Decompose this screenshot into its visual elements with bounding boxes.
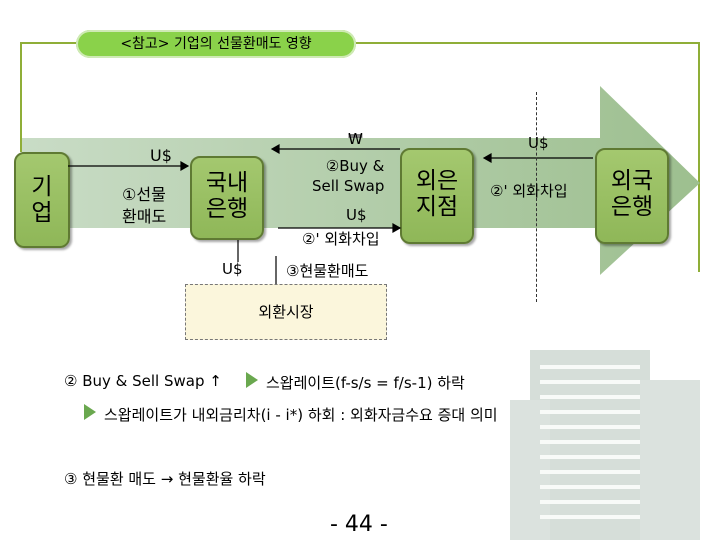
- note-line-1-prefix: ② Buy & Sell Swap ↑: [64, 372, 222, 390]
- fx-market-box: 외환시장: [185, 284, 387, 340]
- fx-borrow-right-label: ②' 외화차입: [490, 182, 568, 200]
- won-label: ₩: [348, 130, 363, 148]
- building-image: [510, 350, 700, 540]
- forward-sale-label: ①선물 환매도: [122, 185, 167, 226]
- page-number: - 44 -: [330, 512, 388, 537]
- foreign-branch-box: 외은 지점: [400, 148, 474, 244]
- dashed-divider: [536, 92, 537, 302]
- frame-top-line-right: [356, 42, 700, 44]
- bullet-arrow-icon: [246, 372, 258, 388]
- frame-right-line: [698, 42, 700, 272]
- usd-label-company-bottom: U$: [222, 260, 243, 278]
- spot-sale-label: ③현물환매도: [286, 262, 369, 280]
- page-title: <참고> 기업의 선물환매도 영향: [76, 30, 356, 58]
- foreign-bank-label: 외국 은행: [610, 168, 654, 220]
- note-line-2: 스왑레이트가 내외금리차(i - i*) 하회 : 외화자금수요 증대 의미: [104, 406, 498, 424]
- note-line-3: ③ 현물환 매도 → 현물환율 하락: [64, 470, 266, 488]
- buy-sell-swap-label: ②Buy & Sell Swap: [312, 157, 385, 195]
- usd-label-right: U$: [528, 134, 549, 152]
- usd-label-company-top: U$: [150, 146, 172, 165]
- company-box: 기 업: [14, 152, 70, 248]
- bullet-arrow-icon-2: [84, 404, 96, 420]
- domestic-bank-box: 국내 은행: [190, 156, 264, 240]
- foreign-branch-label: 외은 지점: [415, 168, 459, 220]
- note-line-1-suffix: 스왑레이트(f-s/s = f/s-1) 하락: [266, 374, 465, 392]
- domestic-bank-label: 국내 은행: [205, 170, 249, 222]
- frame-top-line: [20, 42, 76, 44]
- foreign-bank-box: 외국 은행: [595, 148, 669, 244]
- fx-borrow-left-label: ②' 외화차입: [302, 230, 380, 248]
- company-label: 기 업: [31, 174, 53, 226]
- frame-left-line: [20, 42, 22, 152]
- usd-label-mid: U$: [346, 206, 367, 224]
